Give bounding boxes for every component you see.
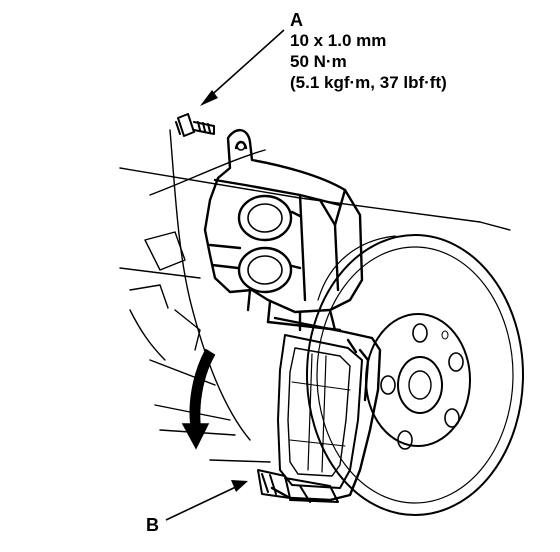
caliper-bracket (270, 316, 382, 502)
caliper-body (203, 129, 364, 332)
wheel-studs (380, 323, 464, 450)
brake-disc (306, 234, 524, 516)
lower-bolt (257, 469, 339, 503)
bolt-size-spec: 10 x 1.0 mm (290, 31, 387, 50)
arrow-icon (200, 29, 285, 106)
background-body-lines (119, 129, 511, 463)
caliper-pistons (237, 194, 302, 294)
upper-bolt (175, 113, 215, 137)
callout-a-label: A (290, 10, 303, 30)
torque-spec: 50 N·m (290, 52, 347, 71)
curved-arrow-down-icon (181, 348, 216, 450)
torque-alt-spec: (5.1 kgf·m, 37 lbf·ft) (290, 73, 447, 92)
brake-pads (277, 334, 363, 489)
callout-b-label: B (146, 515, 159, 535)
arrow-icon (165, 480, 248, 521)
